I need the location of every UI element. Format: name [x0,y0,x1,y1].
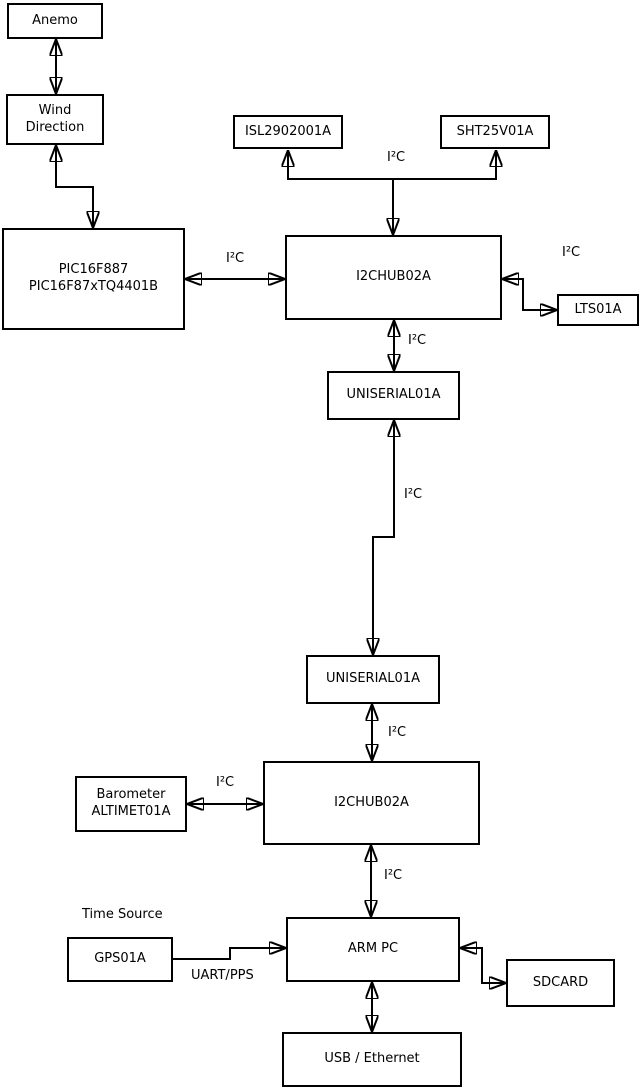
edge-arm-sdcard [461,948,505,983]
edge-label-uart-pps: UART/PPS [191,968,254,983]
node-i2chub02a-bottom: I2CHUB02A [263,761,480,845]
node-barometer-line2: ALTIMET01A [91,804,171,819]
node-wind-direction-line1: Wind [38,102,72,118]
node-sht25v01a-label: SHT25V01A [456,123,534,139]
node-barometer-line1: Barometer [96,787,166,803]
edge-wind-pic [56,146,93,227]
edge-label-i2c-barometer-hub: I²C [216,775,235,790]
node-uniserial01a-top: UNISERIAL01A [327,371,460,420]
node-wind-direction-line2: Direction [25,119,85,135]
node-barometer-altimet01a: Barometer ALTIMET01A [75,776,187,832]
node-uniserial01a-bottom-label: UNISERIAL01A [326,671,420,687]
edge-label-i2c-pic-hub: I²C [226,251,245,266]
label-time-source: Time Source [82,907,163,922]
node-pic16f887-line1: PIC16F887 [58,262,129,278]
node-i2chub02a-bottom-label: I2CHUB02A [334,794,409,810]
edge-label-i2c-hub-arm: I²C [384,868,403,883]
edge-uniserial-backbone [373,421,394,654]
node-uniserial01a-bottom: UNISERIAL01A [306,655,440,704]
node-sht25v01a: SHT25V01A [440,115,550,149]
edge-hub-lts [503,279,556,310]
node-pic16f887: PIC16F887 PIC16F87xTQ4401B [2,228,185,330]
edge-label-i2c-uniserial-hub: I²C [388,725,407,740]
node-pic16f887-line2: PIC16F87xTQ4401B [28,279,159,294]
node-arm-pc-label: ARM PC [347,941,399,957]
node-i2chub02a-top-label: I2CHUB02A [356,269,431,285]
edge-label-i2c-hub-uniserial: I²C [408,333,427,348]
node-sdcard-label: SDCARD [532,974,589,990]
node-lts01a-label: LTS01A [574,301,622,317]
edge-label-i2c-backbone: I²C [404,487,423,502]
edge-label-i2c-hub-lts: I²C [562,245,581,260]
node-gps01a-label: GPS01A [94,951,146,967]
node-wind-direction: Wind Direction [6,94,104,145]
node-anemo-label: Anemo [32,12,78,28]
edge-gps-arm [173,948,285,960]
node-uniserial01a-top-label: UNISERIAL01A [346,387,441,403]
node-isl2902001a: ISL2902001A [233,115,343,149]
node-arm-pc: ARM PC [286,917,460,982]
node-anemo: Anemo [7,3,103,39]
node-gps01a: GPS01A [67,937,173,982]
node-i2chub02a-top: I2CHUB02A [285,235,502,320]
node-lts01a: LTS01A [557,294,639,326]
edge-label-i2c-sensors: I²C [387,150,406,165]
node-sdcard: SDCARD [506,959,615,1007]
node-isl2902001a-label: ISL2902001A [244,123,332,139]
node-usb-ethernet-label: USB / Ethernet [324,1051,420,1067]
node-usb-ethernet: USB / Ethernet [282,1032,462,1087]
